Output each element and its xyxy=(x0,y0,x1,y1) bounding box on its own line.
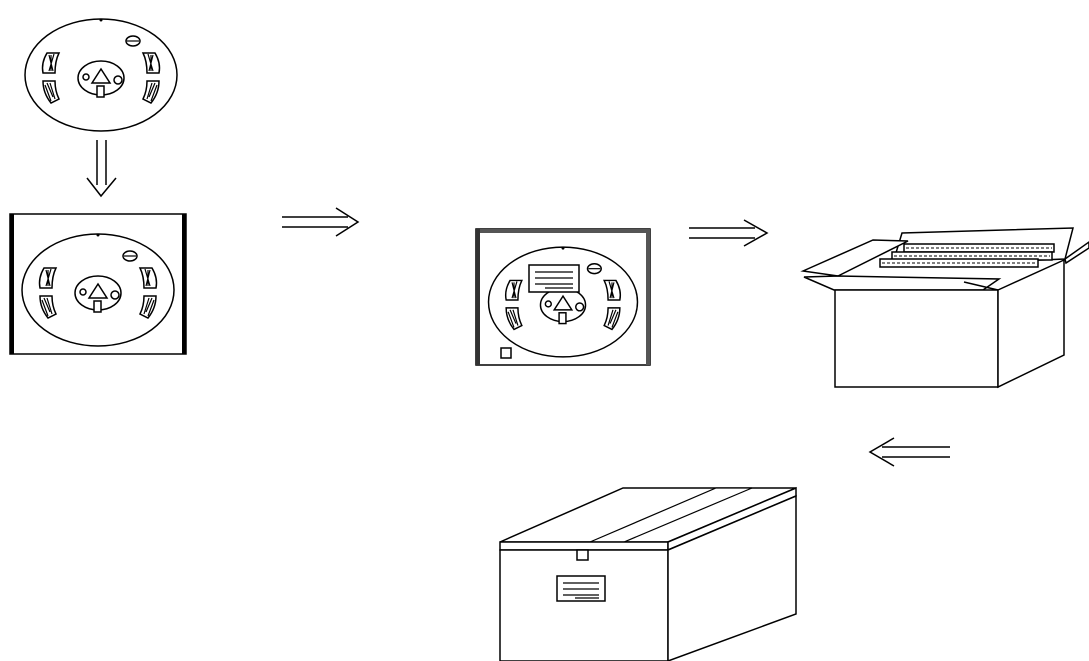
tape-reel-icon xyxy=(24,17,178,132)
sealed-carton-icon xyxy=(499,486,797,661)
open-carton-icon xyxy=(800,227,1089,389)
arrow-left-icon xyxy=(868,437,950,467)
labeled-reel-icon xyxy=(475,228,651,366)
arrow-down-icon xyxy=(86,140,117,198)
arrow-right-icon xyxy=(689,219,769,247)
arrow-right-icon xyxy=(282,207,360,237)
reel-in-bag-icon xyxy=(9,213,187,355)
